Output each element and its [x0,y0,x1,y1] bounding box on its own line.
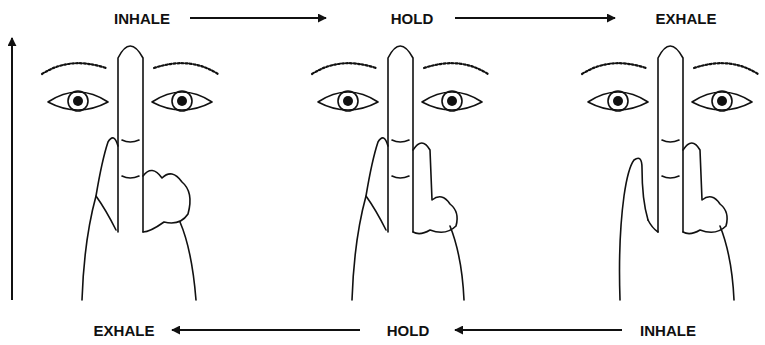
ring-finger [683,143,727,234]
thumb [352,138,388,300]
face-panel [42,46,218,300]
flow-arrow [172,329,360,331]
ring-finger [413,143,457,234]
thumb [82,138,118,300]
flow-arrow [455,329,622,331]
flow-arrow [190,17,326,19]
hand [720,226,734,300]
hand [366,196,386,230]
step-label: HOLD [389,10,436,27]
thumb [620,158,649,300]
step-label: HOLD [385,322,432,339]
hand [180,222,196,300]
flow-arrow [455,17,615,19]
step-label: EXHALE [654,10,719,27]
hand [450,226,464,300]
hand [96,196,116,230]
folded-fingers [143,170,190,232]
arrows [12,18,622,330]
face-panel [312,46,488,300]
step-label: INHALE [638,322,698,339]
face-panel [582,46,758,300]
step-label: EXHALE [92,322,157,339]
flow-arrow [11,38,13,300]
hand [648,220,658,232]
step-label: INHALE [112,10,172,27]
